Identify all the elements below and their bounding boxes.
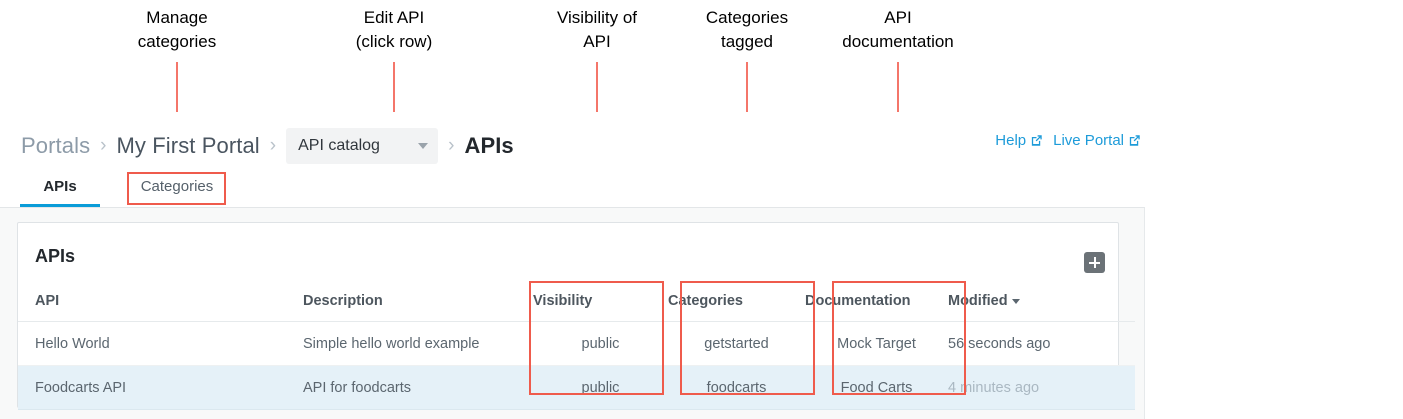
cell-description: Simple hello world example: [303, 321, 533, 366]
help-link-label: Help: [995, 132, 1027, 149]
column-header-description[interactable]: Description: [303, 293, 533, 322]
annotation-categories-tagged: Categories tagged: [705, 8, 789, 51]
tab-categories-label: Categories: [140, 177, 214, 195]
breadcrumb-portals[interactable]: Portals: [21, 133, 91, 158]
table-row[interactable]: Foodcarts API API for foodcarts public f…: [18, 365, 1135, 410]
column-header-categories[interactable]: Categories: [668, 293, 805, 322]
apis-card: APIs API Description Visibility Categori…: [17, 222, 1135, 410]
live-portal-link[interactable]: Live Portal: [1053, 132, 1141, 149]
cell-documentation: Food Carts: [805, 365, 948, 410]
tab-apis[interactable]: APIs: [20, 168, 100, 207]
annotation-visibility-of-api: Visibility of API: [557, 8, 637, 51]
tab-bar: APIs Categories: [0, 168, 1403, 207]
breadcrumb-separator: ›: [100, 135, 107, 156]
cell-visibility: public: [533, 365, 668, 410]
cell-documentation: Mock Target: [805, 321, 948, 366]
annotation-api-documentation: API documentation: [842, 8, 954, 51]
catalog-select-label: API catalog: [298, 137, 380, 154]
chevron-down-icon: [418, 143, 429, 149]
breadcrumb-separator: ›: [269, 135, 277, 156]
table-body: Hello World Simple hello world example p…: [18, 321, 1135, 410]
live-portal-link-label: Live Portal: [1053, 132, 1124, 149]
apis-table: API Description Visibility Categories Do…: [18, 293, 1135, 410]
breadcrumb-separator: ›: [448, 135, 455, 156]
external-link-icon: [1030, 134, 1043, 147]
breadcrumb-apis: APIs: [464, 133, 514, 158]
add-api-button[interactable]: [1084, 252, 1105, 273]
external-link-icon: [1128, 134, 1141, 147]
cell-categories: foodcarts: [668, 365, 805, 410]
column-header-visibility[interactable]: Visibility: [533, 293, 668, 322]
app-area: Portals › My First Portal › API catalog …: [0, 112, 1403, 419]
catalog-select[interactable]: API catalog: [286, 128, 439, 164]
column-header-modified-label: Modified: [948, 293, 1008, 309]
column-header-api[interactable]: API: [18, 293, 303, 322]
cell-categories: getstarted: [668, 321, 805, 366]
table-header: API Description Visibility Categories Do…: [18, 293, 1135, 322]
cell-api: Hello World: [18, 321, 303, 366]
column-header-documentation[interactable]: Documentation: [805, 293, 948, 322]
sort-descending-icon: [1011, 298, 1020, 304]
annotation-manage-categories: Manage categories: [137, 8, 217, 51]
header-links: Help Live Portal: [995, 132, 1141, 149]
column-header-modified[interactable]: Modified: [948, 293, 1135, 322]
help-link[interactable]: Help: [995, 132, 1043, 149]
table-header-row: API Description Visibility Categories Do…: [18, 293, 1135, 322]
cell-api: Foodcarts API: [18, 365, 303, 410]
tab-categories[interactable]: Categories: [128, 168, 226, 204]
card-title: APIs: [35, 246, 76, 266]
table-row[interactable]: Hello World Simple hello world example p…: [18, 321, 1135, 366]
content-area: APIs API Description Visibility Categori…: [0, 207, 1145, 419]
cell-visibility: public: [533, 321, 668, 366]
annotation-edit-api: Edit API (click row): [355, 8, 433, 51]
cell-modified: 56 seconds ago: [948, 321, 1135, 366]
cell-modified: 4 minutes ago: [948, 365, 1135, 410]
tab-apis-label: APIs: [43, 177, 77, 195]
breadcrumb: Portals › My First Portal › API catalog …: [21, 126, 514, 166]
cell-description: API for foodcarts: [303, 365, 533, 410]
breadcrumb-my-first-portal[interactable]: My First Portal: [116, 133, 260, 158]
